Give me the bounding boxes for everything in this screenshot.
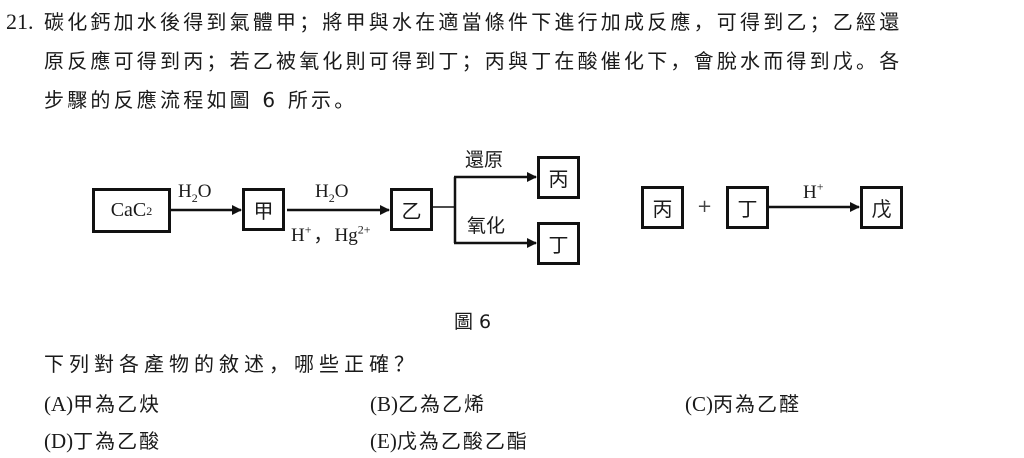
node-jia: 甲 bbox=[242, 188, 285, 231]
label-water-step2: H2O bbox=[315, 181, 349, 205]
label-acid-catalyst: H+ bbox=[803, 179, 824, 203]
node-yi: 乙 bbox=[390, 188, 433, 231]
option-c-key: (C) bbox=[685, 392, 713, 416]
option-a-text: 甲為乙炔 bbox=[73, 392, 162, 416]
option-e[interactable]: (E)戊為乙酸乙酯 bbox=[370, 425, 529, 454]
label-catalyst-step2: H+，Hg2+ bbox=[291, 222, 371, 246]
figure-caption: 圖 6 bbox=[454, 311, 492, 333]
option-b[interactable]: (B)乙為乙烯 bbox=[370, 388, 486, 417]
option-a[interactable]: (A)甲為乙炔 bbox=[44, 388, 161, 417]
label-oxidation: 氧化 bbox=[467, 215, 506, 237]
question-stem-line-3: 步驟的反應流程如圖 6 所示。 bbox=[44, 88, 358, 112]
node-ding-bottom: 丁 bbox=[537, 222, 580, 265]
question-stem-line-1: 碳化鈣加水後得到氣體甲；將甲與水在適當條件下進行加成反應，可得到乙；乙經還 bbox=[44, 10, 903, 34]
node-ding-right: 丁 bbox=[726, 186, 769, 229]
option-b-text: 乙為乙烯 bbox=[398, 392, 486, 416]
node-bing-top: 丙 bbox=[537, 156, 580, 199]
question-prompt: 下列對各產物的敘述，哪些正確？ bbox=[44, 352, 419, 376]
node-wu: 戊 bbox=[860, 186, 903, 229]
question-stem-line-2: 原反應可得到丙；若乙被氧化則可得到丁；丙與丁在酸催化下，會脫水而得到戊。各 bbox=[44, 49, 903, 73]
option-a-key: (A) bbox=[44, 392, 74, 416]
option-d[interactable]: (D)丁為乙酸 bbox=[44, 425, 161, 454]
option-c[interactable]: (C)丙為乙醛 bbox=[685, 388, 801, 417]
option-e-text: 戊為乙酸乙酯 bbox=[396, 429, 529, 453]
option-b-key: (B) bbox=[370, 392, 398, 416]
question-number: 21. bbox=[6, 9, 34, 34]
option-e-key: (E) bbox=[370, 429, 397, 453]
label-water-step1: H2O bbox=[178, 181, 212, 205]
plus-sign: + bbox=[697, 196, 713, 217]
option-d-text: 丁為乙酸 bbox=[73, 429, 162, 453]
option-c-text: 丙為乙醛 bbox=[713, 392, 801, 416]
node-bing-right: 丙 bbox=[641, 186, 684, 229]
label-reduction: 還原 bbox=[465, 149, 504, 171]
option-d-key: (D) bbox=[44, 429, 74, 453]
